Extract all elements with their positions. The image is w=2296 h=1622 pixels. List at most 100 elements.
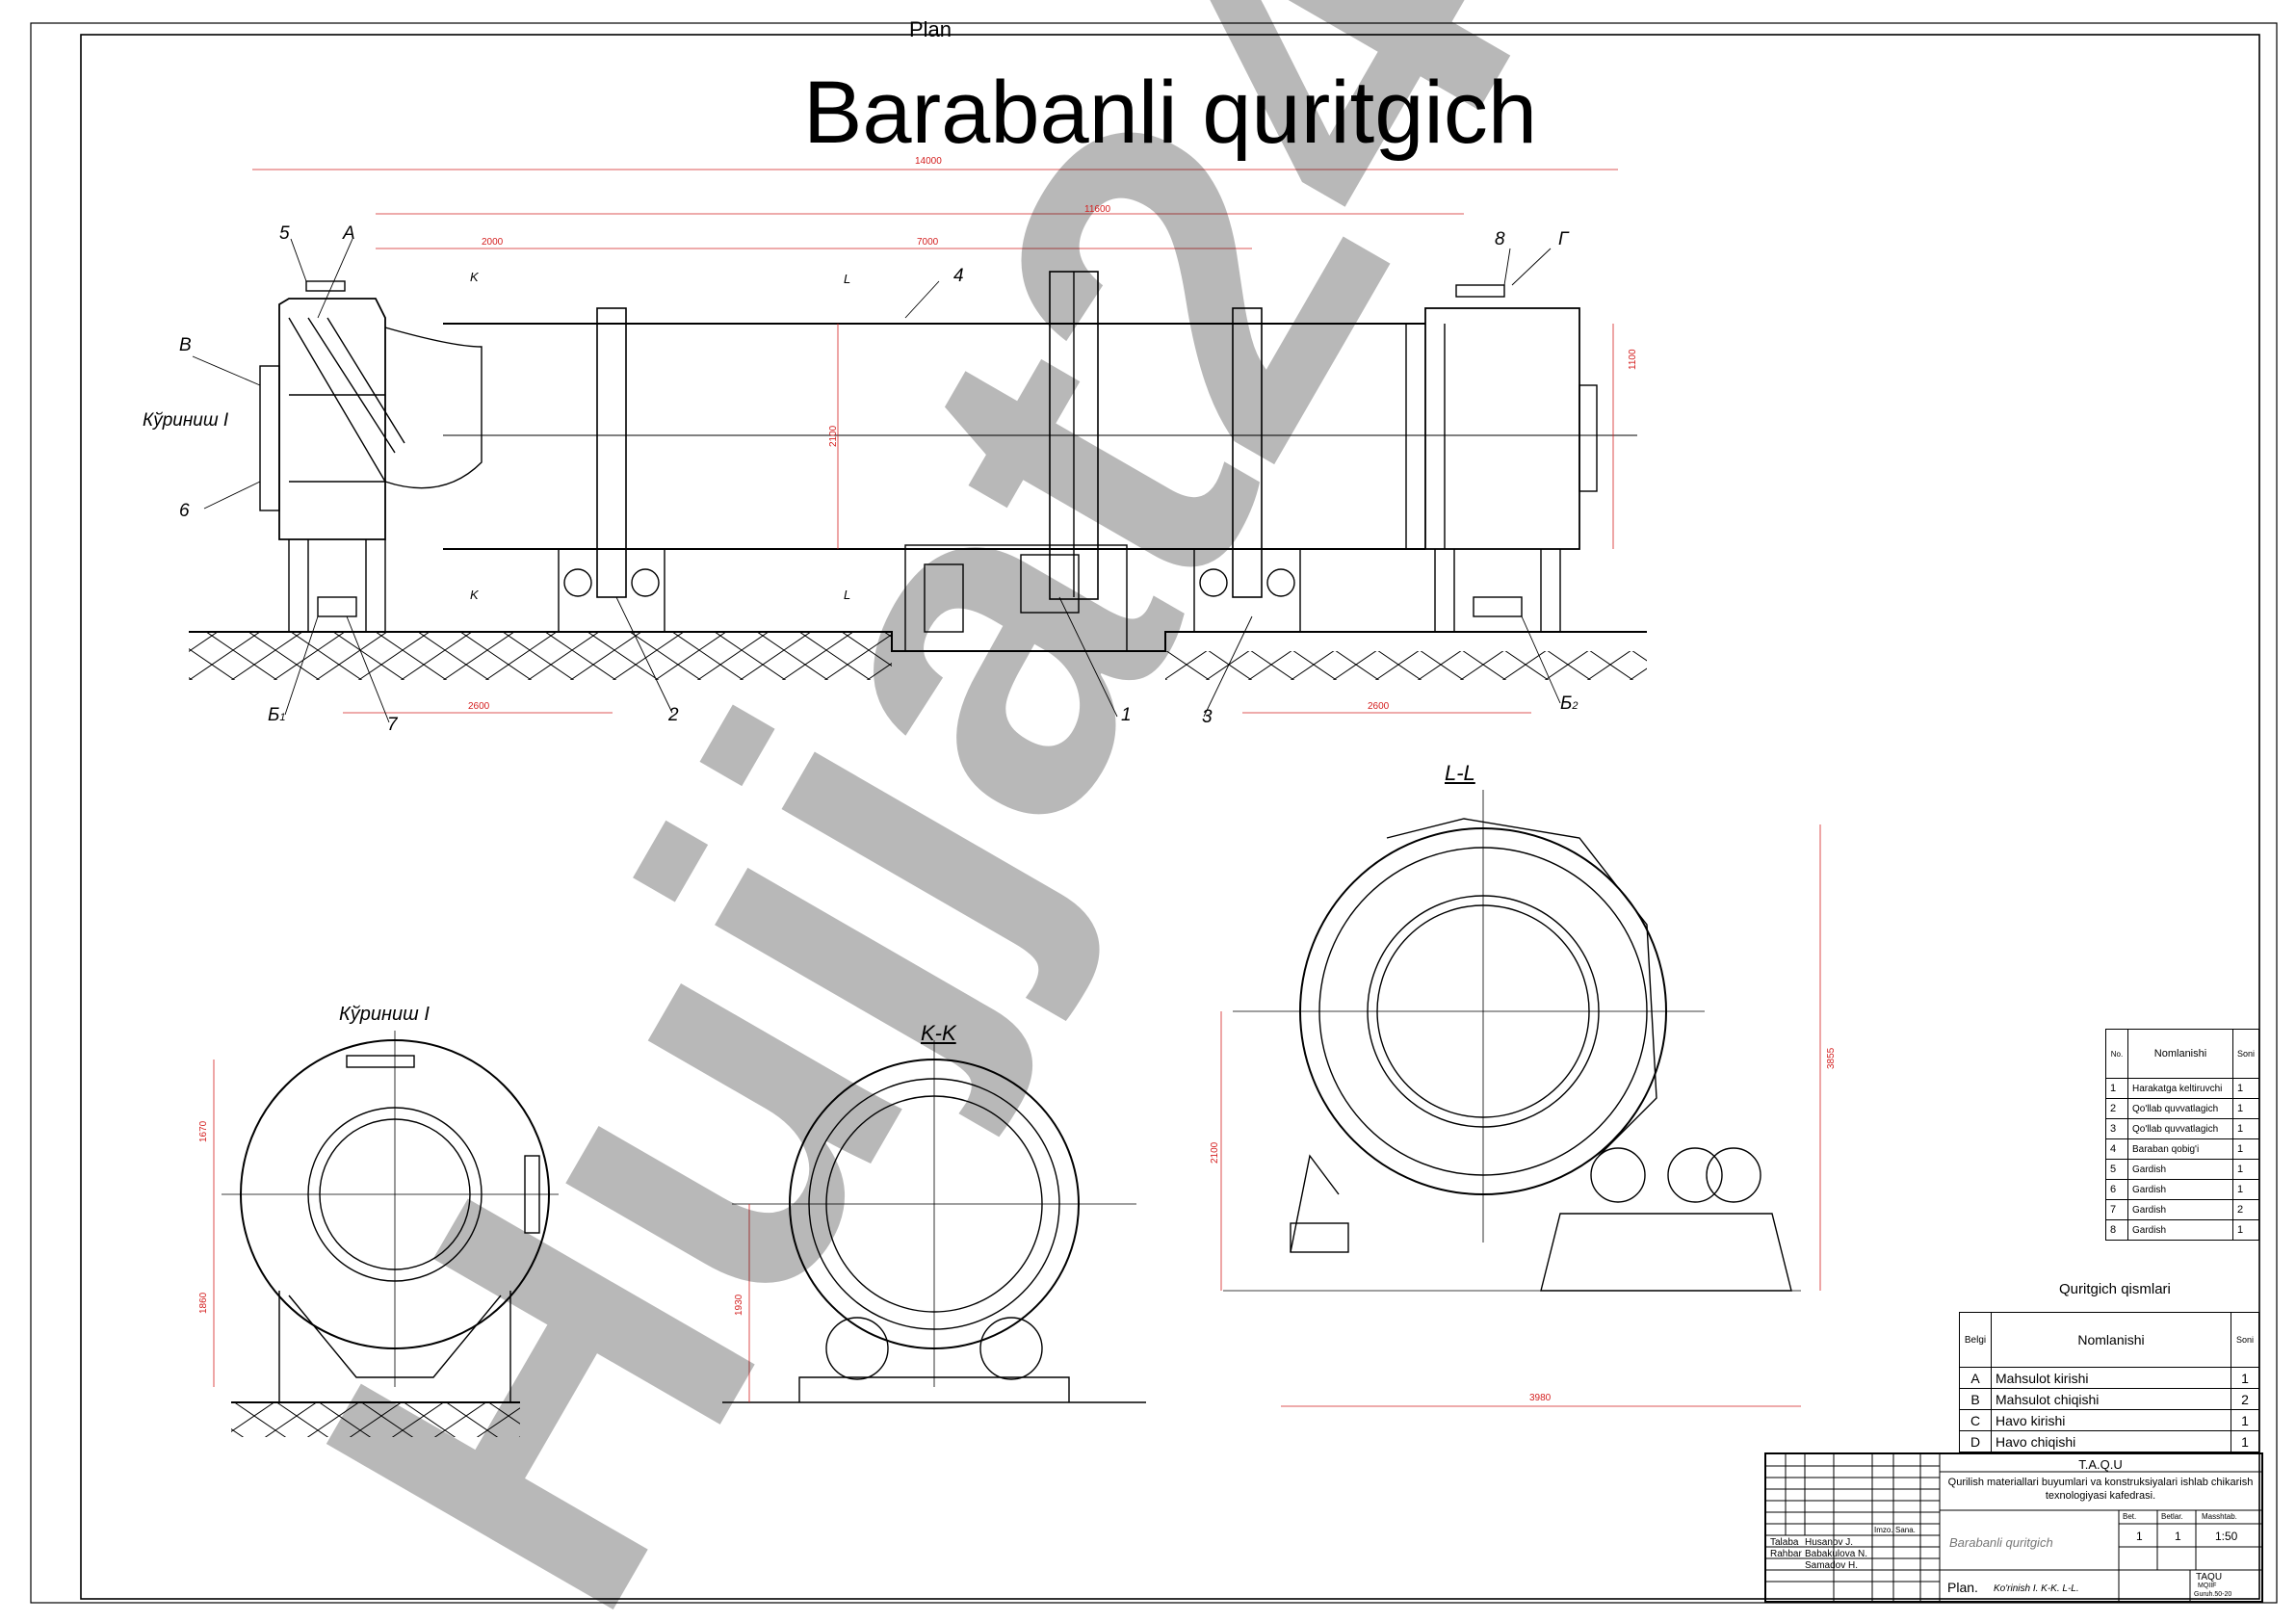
section-kk-label: K-K (921, 1021, 956, 1045)
table-cell: Baraban qobig'i (2127, 1138, 2233, 1160)
io-col-mark: Belgi (1959, 1312, 1992, 1368)
callout-3: 3 (1202, 707, 1213, 727)
parts-table-caption: Quritgich qismlari (2059, 1281, 2171, 1297)
title-block-bet: 1 (2136, 1530, 2143, 1543)
callout-k-top: K (470, 270, 479, 284)
table-cell: Mahsulot chiqishi (1991, 1388, 2231, 1410)
callout-l-bottom: L (844, 588, 851, 602)
callout-k-bottom: K (470, 588, 479, 602)
title-block: T.A.Q.U Qurilish materiallari buyumlari … (1764, 1452, 2263, 1603)
title-block-drawing-name: Barabanli quritgich (1949, 1535, 2053, 1550)
table-cell: 1 (2231, 1409, 2259, 1431)
callout-7: 7 (387, 715, 398, 735)
callout-b1-sub: 1 (279, 712, 286, 723)
view-1 (213, 1031, 559, 1437)
table-cell: D (1959, 1430, 1992, 1452)
table-cell: 6 (2105, 1179, 2128, 1200)
table-cell: Qo'llab quvvatlagich (2127, 1118, 2233, 1139)
dim-11600: 11600 (1084, 204, 1111, 215)
callout-b1: Б1 (268, 705, 286, 726)
table-cell: Gardish (2127, 1179, 2233, 1200)
table-cell: 7 (2105, 1199, 2128, 1220)
inner-frame (80, 34, 2260, 1600)
table-cell: 1 (2231, 1098, 2260, 1119)
table-cell: 1 (2231, 1138, 2260, 1160)
io-table-header: Belgi Nomlanishi Soni (1959, 1312, 2259, 1368)
title-block-name-3: Samadov H. (1805, 1560, 1859, 1571)
table-cell: 1 (2105, 1078, 2128, 1099)
table-cell: 8 (2105, 1219, 2128, 1241)
callout-1: 1 (1121, 705, 1132, 725)
title-block-imzo: Imzo. (1874, 1526, 1893, 1534)
title-block-h-bet: Bet. (2123, 1512, 2137, 1521)
dim-2100-ll: 2100 (1210, 1141, 1220, 1164)
elevation-view (189, 169, 1647, 723)
title-block-grid (1766, 1454, 2261, 1601)
outer-border (30, 22, 2278, 1604)
table-cell: Mahsulot kirishi (1991, 1367, 2231, 1389)
dim-2600-left: 2600 (468, 701, 490, 712)
drawing-title: Barabanli quritgich (802, 64, 1537, 162)
table-cell: A (1959, 1367, 1992, 1389)
dim-2600-right: 2600 (1368, 701, 1390, 712)
table-cell: Harakatga keltiruvchi (2127, 1078, 2233, 1099)
callout-5: 5 (279, 223, 290, 244)
title-block-org: T.A.Q.U (2078, 1457, 2123, 1472)
table-cell: Havo kirishi (1991, 1409, 2231, 1431)
table-cell: 5 (2105, 1159, 2128, 1180)
table-cell: 2 (2231, 1388, 2259, 1410)
io-col-count: Soni (2231, 1312, 2259, 1368)
table-cell: Gardish (2127, 1159, 2233, 1180)
title-block-h-masshtab: Masshtab. (2202, 1512, 2237, 1521)
dim-3855: 3855 (1826, 1047, 1837, 1069)
table-cell: 1 (2231, 1430, 2259, 1452)
table-cell: Havo chiqishi (1991, 1430, 2231, 1452)
callout-l-top: L (844, 272, 851, 286)
title-block-betlar: 1 (2175, 1530, 2181, 1543)
callout-b2-sub: 2 (1572, 700, 1578, 712)
table-cell: Qo'llab quvvatlagich (2127, 1098, 2233, 1119)
title-block-sana: Sana. (1895, 1526, 1916, 1534)
parts-table-header: No. Nomlanishi Soni (2105, 1029, 2260, 1079)
table-cell: 4 (2105, 1138, 2128, 1160)
section-kk (722, 1040, 1146, 1403)
dim-1100: 1100 (1628, 349, 1638, 370)
callout-4: 4 (953, 266, 964, 286)
callout-b2: Б2 (1560, 693, 1578, 715)
dim-1930: 1930 (734, 1294, 744, 1316)
callout-g: Г (1558, 229, 1569, 249)
title-block-group-2: MQIIF (2198, 1583, 2217, 1589)
title-block-group: TAQU (2196, 1572, 2223, 1583)
title-block-name-1: Husanov J. (1805, 1537, 1854, 1548)
io-col-name: Nomlanishi (1991, 1312, 2231, 1368)
title-block-role-2: Rahbar (1770, 1549, 1802, 1559)
table-cell: 2 (2105, 1098, 2128, 1119)
title-block-group-3: Guruh.50-20 (2194, 1591, 2232, 1598)
ground-hatch (189, 632, 892, 680)
parts-col-no: No. (2105, 1029, 2128, 1079)
table-cell: 2 (2231, 1199, 2260, 1220)
outlet-chamber (1424, 307, 1580, 550)
table-cell: 1 (2231, 1179, 2260, 1200)
parts-col-count: Soni (2231, 1029, 2260, 1079)
title-block-name-2: Babakulova N. (1805, 1549, 1868, 1559)
section-ll-label: L-L (1445, 761, 1475, 785)
table-cell: 1 (2231, 1078, 2260, 1099)
callout-a: A (343, 223, 355, 244)
callout-8: 8 (1495, 229, 1505, 249)
callout-v: B (179, 335, 192, 355)
drum-shell (443, 323, 1425, 550)
callout-b2-letter: Б (1560, 693, 1573, 714)
